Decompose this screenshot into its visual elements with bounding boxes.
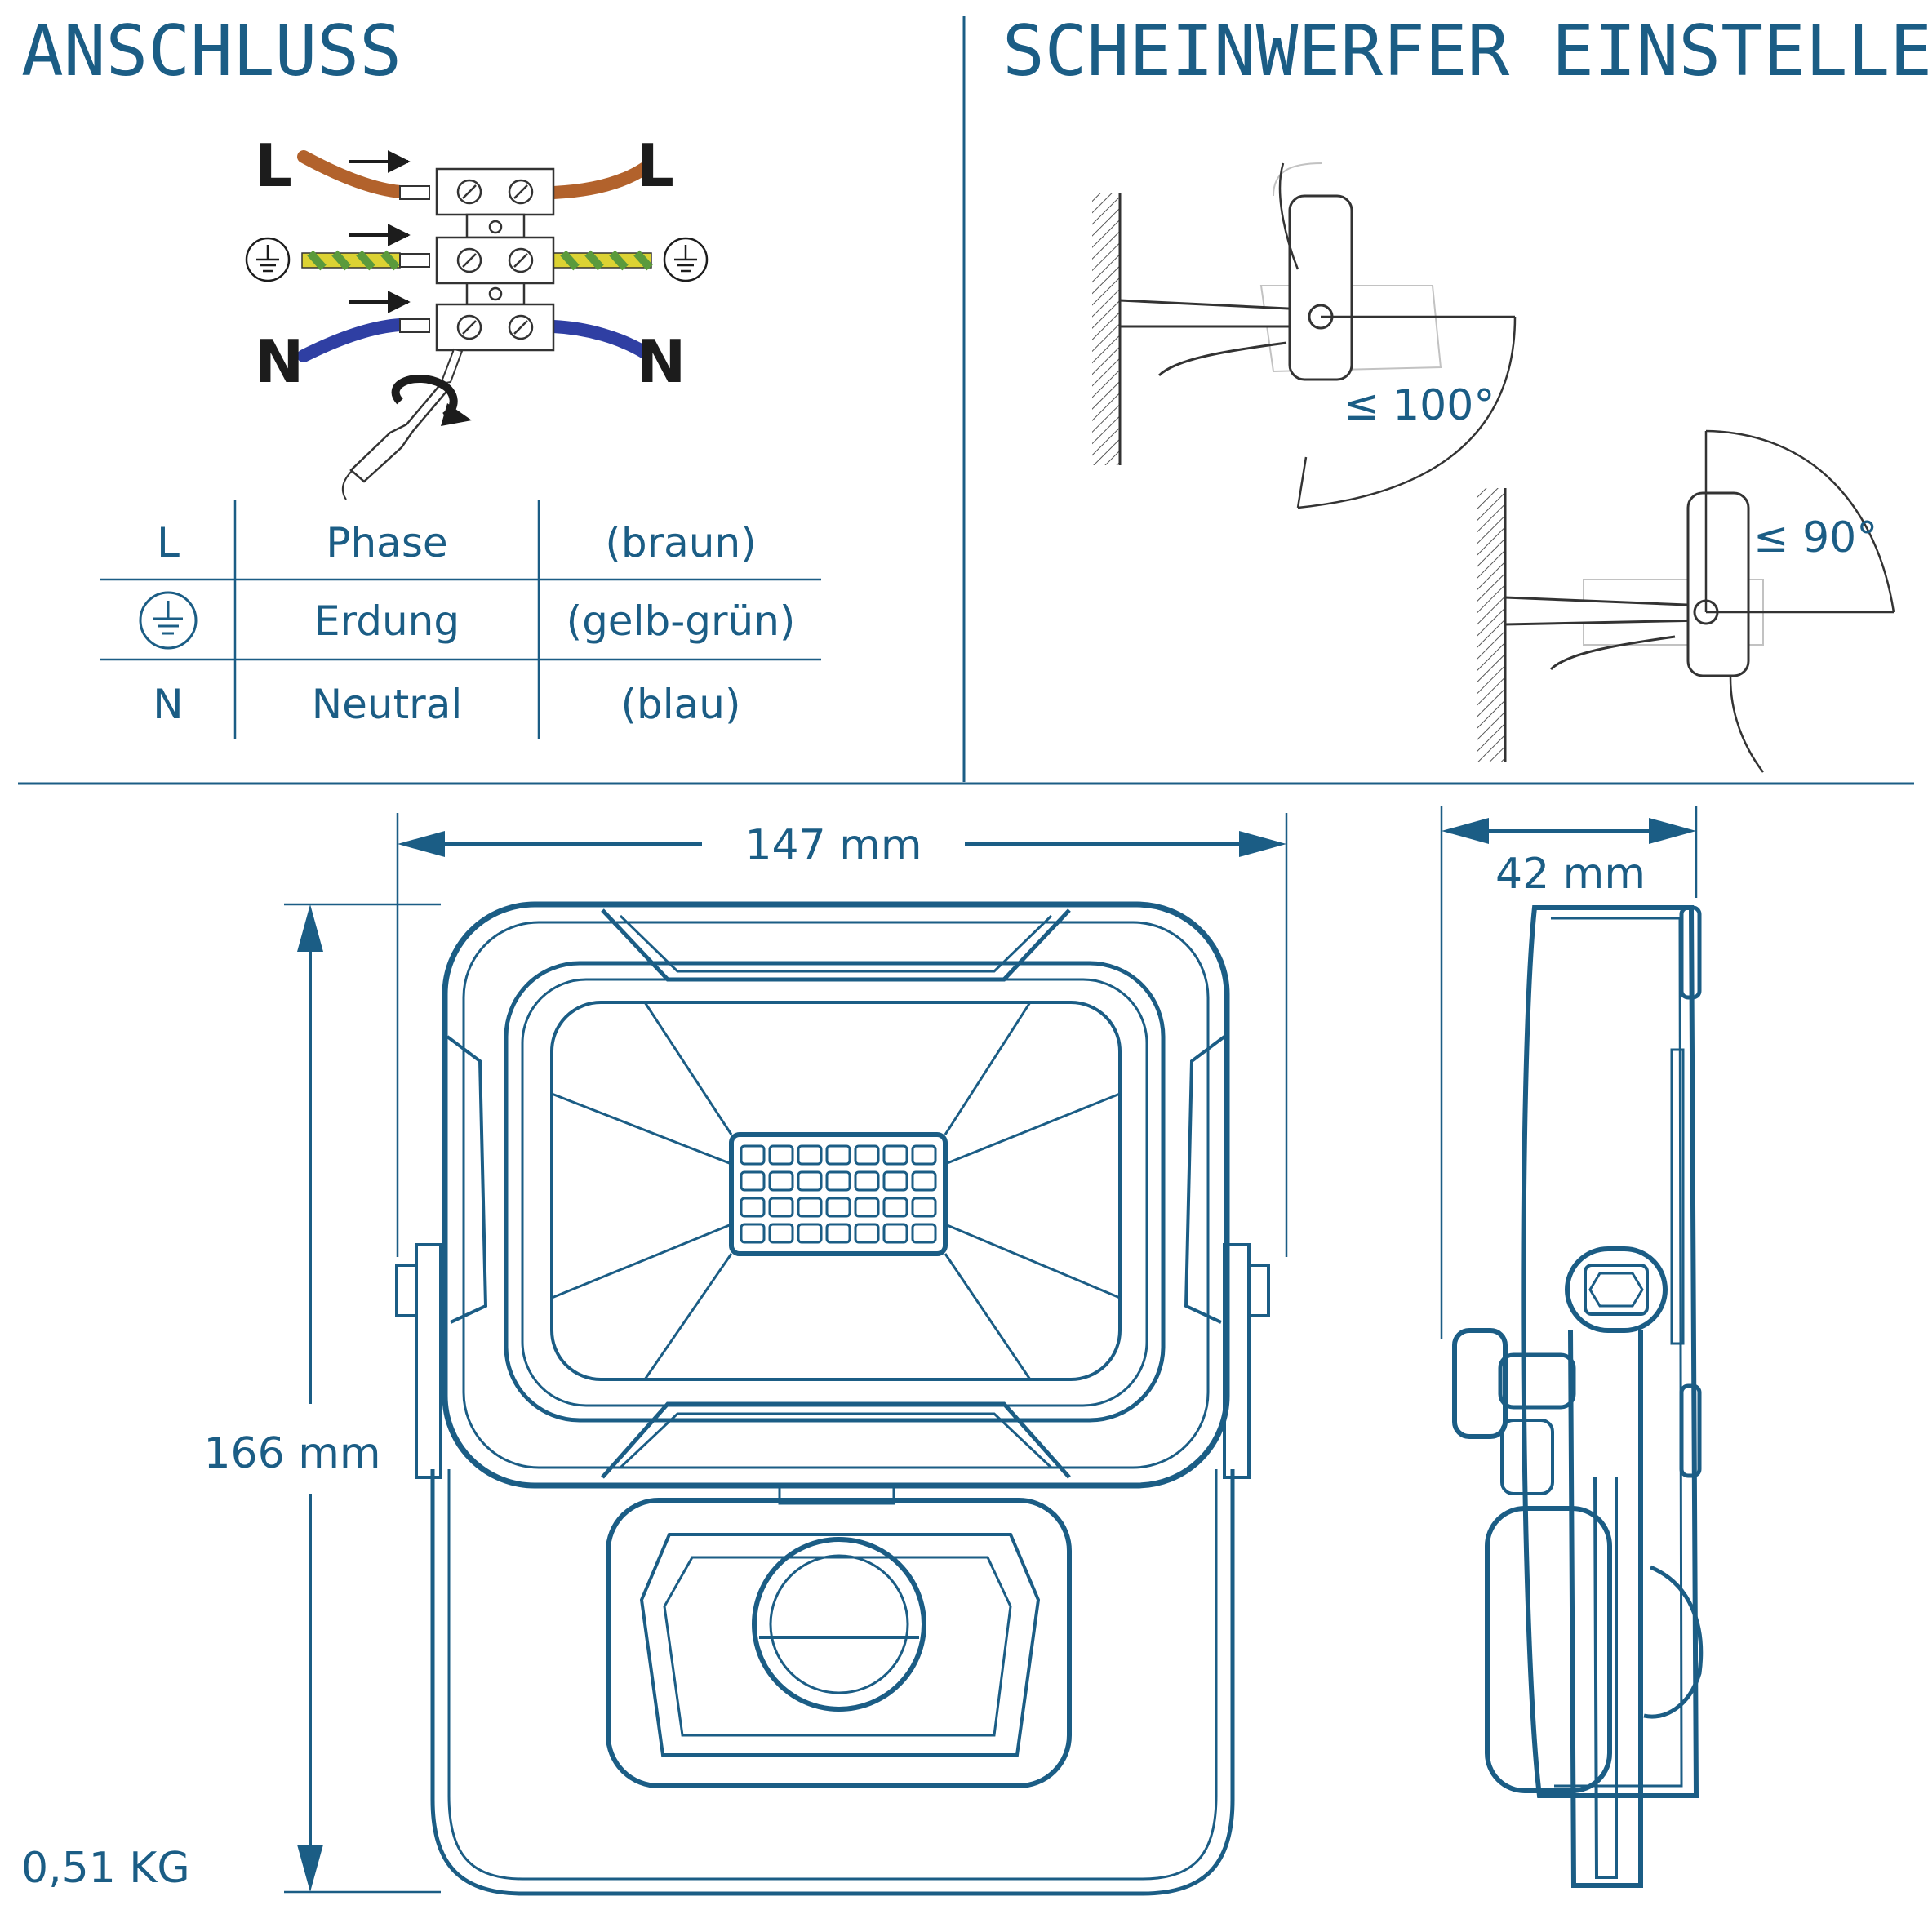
right-neutral-label: N — [637, 327, 686, 396]
side-view — [1452, 905, 1704, 1888]
tilt-angle-lower: ≤ 90° — [1753, 513, 1877, 562]
earth-wire-left-tip — [399, 253, 430, 268]
height-dimension: 166 mm — [203, 903, 441, 1894]
lamp-side — [1288, 194, 1353, 381]
earth-wire-left — [301, 250, 401, 271]
depth-dimension: 42 mm — [1440, 806, 1698, 1339]
screw-icon — [456, 179, 534, 340]
wall-hatch — [1477, 488, 1505, 762]
arrow-icon — [1649, 818, 1696, 844]
screwdriver-icon — [341, 348, 472, 500]
wiring-diagram: L L N N — [245, 131, 709, 500]
legend-symbol: N — [153, 681, 183, 728]
led-grid — [740, 1144, 937, 1244]
arrow-icon — [398, 831, 445, 857]
legend-name: Phase — [326, 519, 447, 566]
front-view — [395, 901, 1270, 1896]
earth-wire-right — [553, 250, 653, 271]
tilt-diagram-upper: ≤ 100° — [1092, 162, 1517, 509]
right-phase-label: L — [637, 131, 674, 200]
legend-symbol: L — [157, 519, 180, 566]
insert-arrow-icon — [349, 150, 411, 313]
wall-hatch — [1092, 193, 1120, 465]
legend-name: Erdung — [314, 597, 460, 645]
legend-row-neutral: N Neutral (blau) — [153, 681, 740, 728]
cable — [1157, 341, 1287, 377]
tilt-diagram-lower: ≤ 90° — [1477, 429, 1895, 773]
height-label: 166 mm — [203, 1429, 380, 1478]
legend-color: (braun) — [605, 519, 756, 566]
phase-wire-left-tip — [399, 185, 430, 200]
legend-color: (blau) — [621, 681, 741, 728]
wire-legend-table: L Phase (braun) Erdung (gelb-grün) N Neu… — [100, 500, 821, 739]
arrow-icon — [297, 904, 323, 952]
earth-icon — [245, 237, 291, 282]
legend-color: (gelb-grün) — [566, 597, 796, 645]
phase-wire-left — [297, 150, 406, 198]
width-label: 147 mm — [744, 821, 922, 870]
left-neutral-label: N — [255, 327, 304, 396]
terminal-block — [435, 167, 555, 352]
neutral-wire-left — [297, 318, 406, 362]
neutral-wire-left-tip — [399, 318, 430, 333]
phase-wire-right — [547, 162, 651, 199]
neutral-wire-right — [547, 320, 651, 359]
cable — [1549, 635, 1676, 671]
left-phase-label: L — [255, 131, 292, 200]
motion-sensor — [606, 1498, 1072, 1788]
tilt-angle-upper: ≤ 100° — [1344, 381, 1495, 430]
angle-arc — [1297, 316, 1517, 509]
angle-arc — [1705, 429, 1895, 613]
weight-label: 0,51 KG — [21, 1844, 190, 1893]
width-dimension: 147 mm — [396, 813, 1288, 1257]
arrow-icon — [1239, 831, 1286, 857]
earth-icon — [663, 237, 709, 282]
earth-icon — [139, 591, 198, 650]
legend-name: Neutral — [312, 681, 463, 728]
arrow-icon — [297, 1845, 323, 1892]
cable — [1278, 162, 1299, 270]
depth-label: 42 mm — [1495, 850, 1646, 899]
lamp-side — [1686, 491, 1750, 677]
adjust-title: SCHEINWERFER EINSTELLEN — [1002, 11, 1928, 92]
legend-row-earth: Erdung (gelb-grün) — [139, 591, 796, 650]
connection-title: ANSCHLUSS — [21, 11, 402, 92]
legend-row-phase: L Phase (braun) — [157, 519, 757, 566]
cable — [1729, 677, 1764, 773]
arrow-icon — [1442, 818, 1489, 844]
